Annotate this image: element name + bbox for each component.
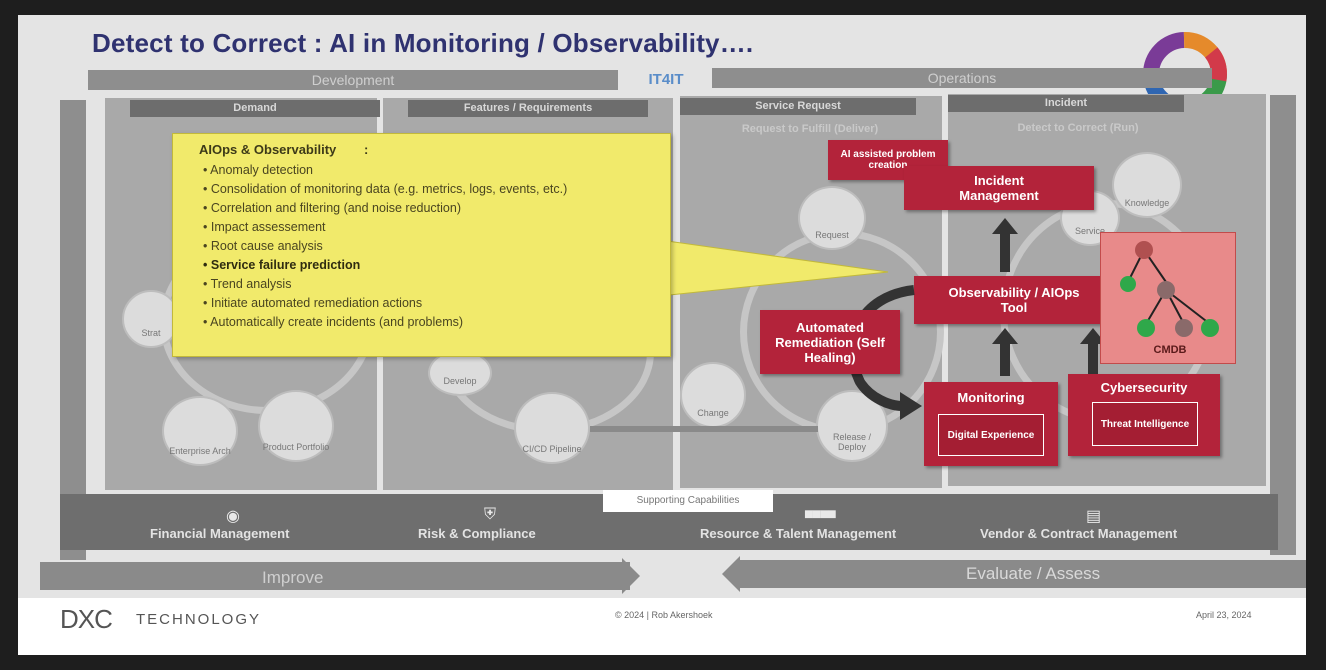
date-text: April 23, 2024 <box>1196 610 1252 620</box>
callout-item: • Automatically create incidents (and pr… <box>203 315 464 329</box>
automated-remediation-box: Automated Remediation (Self Healing) <box>760 310 900 374</box>
demand-header: Demand <box>130 100 380 117</box>
people-icon: ■■■■ <box>804 506 837 523</box>
callout-item: • Consolidation of monitoring data (e.g.… <box>203 182 568 196</box>
callout-item: • Initiate automated remediation actions <box>203 296 423 310</box>
request-circle: Request <box>798 186 866 250</box>
callout-item: • Anomaly detection <box>203 163 314 177</box>
right-vertical-band <box>1270 95 1296 555</box>
footer <box>18 598 1306 655</box>
callout-item-bold: • Service failure prediction <box>203 258 361 272</box>
digital-experience-box: Digital Experience <box>938 414 1044 456</box>
features-header: Features / Requirements <box>408 100 648 117</box>
callout-item: • Root cause analysis <box>203 239 323 253</box>
service-request-subtitle: Request to Fulfill (Deliver) <box>741 123 879 135</box>
aiops-callout: AIOps & Observability : • Anomaly detect… <box>172 133 671 357</box>
monitoring-label: Monitoring <box>957 390 1025 405</box>
product-portfolio-circle: Product Portfolio <box>258 390 334 462</box>
arrow-up-icon <box>992 328 1018 376</box>
pipeline-connector <box>590 426 818 432</box>
improve-band <box>40 562 630 590</box>
cmdb-label: CMDB <box>1153 344 1187 356</box>
development-label: Development <box>311 72 395 88</box>
dxc-logo: DXC <box>60 604 113 634</box>
operations-label: Operations <box>927 70 997 86</box>
observability-aiops-box: Observability / AIOps Tool <box>914 276 1114 324</box>
callout-list-a: • Anomaly detection • Consolidation of m… <box>203 161 643 332</box>
evaluate-arrow-tip <box>722 556 740 592</box>
callout-heading-colon: : <box>364 142 369 157</box>
technology-wordmark: TECHNOLOGY <box>136 611 262 628</box>
vendor-contract-label: Vendor & Contract Management <box>980 526 1178 541</box>
callout-tail <box>660 239 889 297</box>
incident-header: Incident <box>948 95 1184 112</box>
strategy-circle: Strat <box>122 290 180 348</box>
operations-band: Operations <box>712 68 1212 88</box>
evaluate-band <box>740 560 1306 588</box>
service-request-header: Service Request <box>680 98 916 115</box>
develop-circle: Develop <box>428 350 492 396</box>
development-band: Development <box>88 70 618 90</box>
contract-icon: ▤ <box>1086 508 1102 525</box>
enterprise-arch-circle: Enterprise Arch <box>162 396 238 466</box>
improve-label: Improve <box>262 568 324 587</box>
improve-arrow-tip <box>622 558 640 594</box>
knowledge-circle: Knowledge <box>1112 152 1182 218</box>
cicd-circle: CI/CD Pipeline <box>514 392 590 464</box>
incident-management-box: Incident Management <box>904 166 1094 210</box>
supporting-capabilities-label: Supporting Capabilities <box>603 490 773 512</box>
cybersecurity-label: Cybersecurity <box>1100 380 1188 395</box>
evaluate-label: Evaluate / Assess <box>966 564 1101 583</box>
slide-title: Detect to Correct : AI in Monitoring / O… <box>92 28 754 58</box>
callout-item: • Correlation and filtering (and noise r… <box>203 201 461 215</box>
money-bag-icon: ◉ <box>226 508 240 525</box>
cmdb-tree-icon <box>1120 241 1219 337</box>
callout-heading: AIOps & Observability <box>199 142 337 157</box>
resource-talent-label: Resource & Talent Management <box>700 526 897 541</box>
risk-compliance-label: Risk & Compliance <box>418 526 536 541</box>
change-circle: Change <box>680 362 746 428</box>
incident-subtitle: Detect to Correct (Run) <box>1017 122 1139 134</box>
arrow-up-icon <box>1080 328 1106 376</box>
it4it-logo: IT4IT <box>626 68 706 92</box>
left-vertical-band <box>60 100 86 560</box>
ai-problem-creation-box: AI assisted problem creation <box>828 140 948 180</box>
callout-item: • Trend analysis <box>203 277 292 291</box>
arrow-up-icon <box>992 218 1018 272</box>
copyright-text: © 2024 | Rob Akershoek <box>615 610 713 620</box>
shield-icon: ⛨ <box>484 506 497 523</box>
financial-management-label: Financial Management <box>150 526 290 541</box>
threat-intelligence-box: Threat Intelligence <box>1092 402 1198 446</box>
callout-item: • Impact assessement <box>203 220 326 234</box>
